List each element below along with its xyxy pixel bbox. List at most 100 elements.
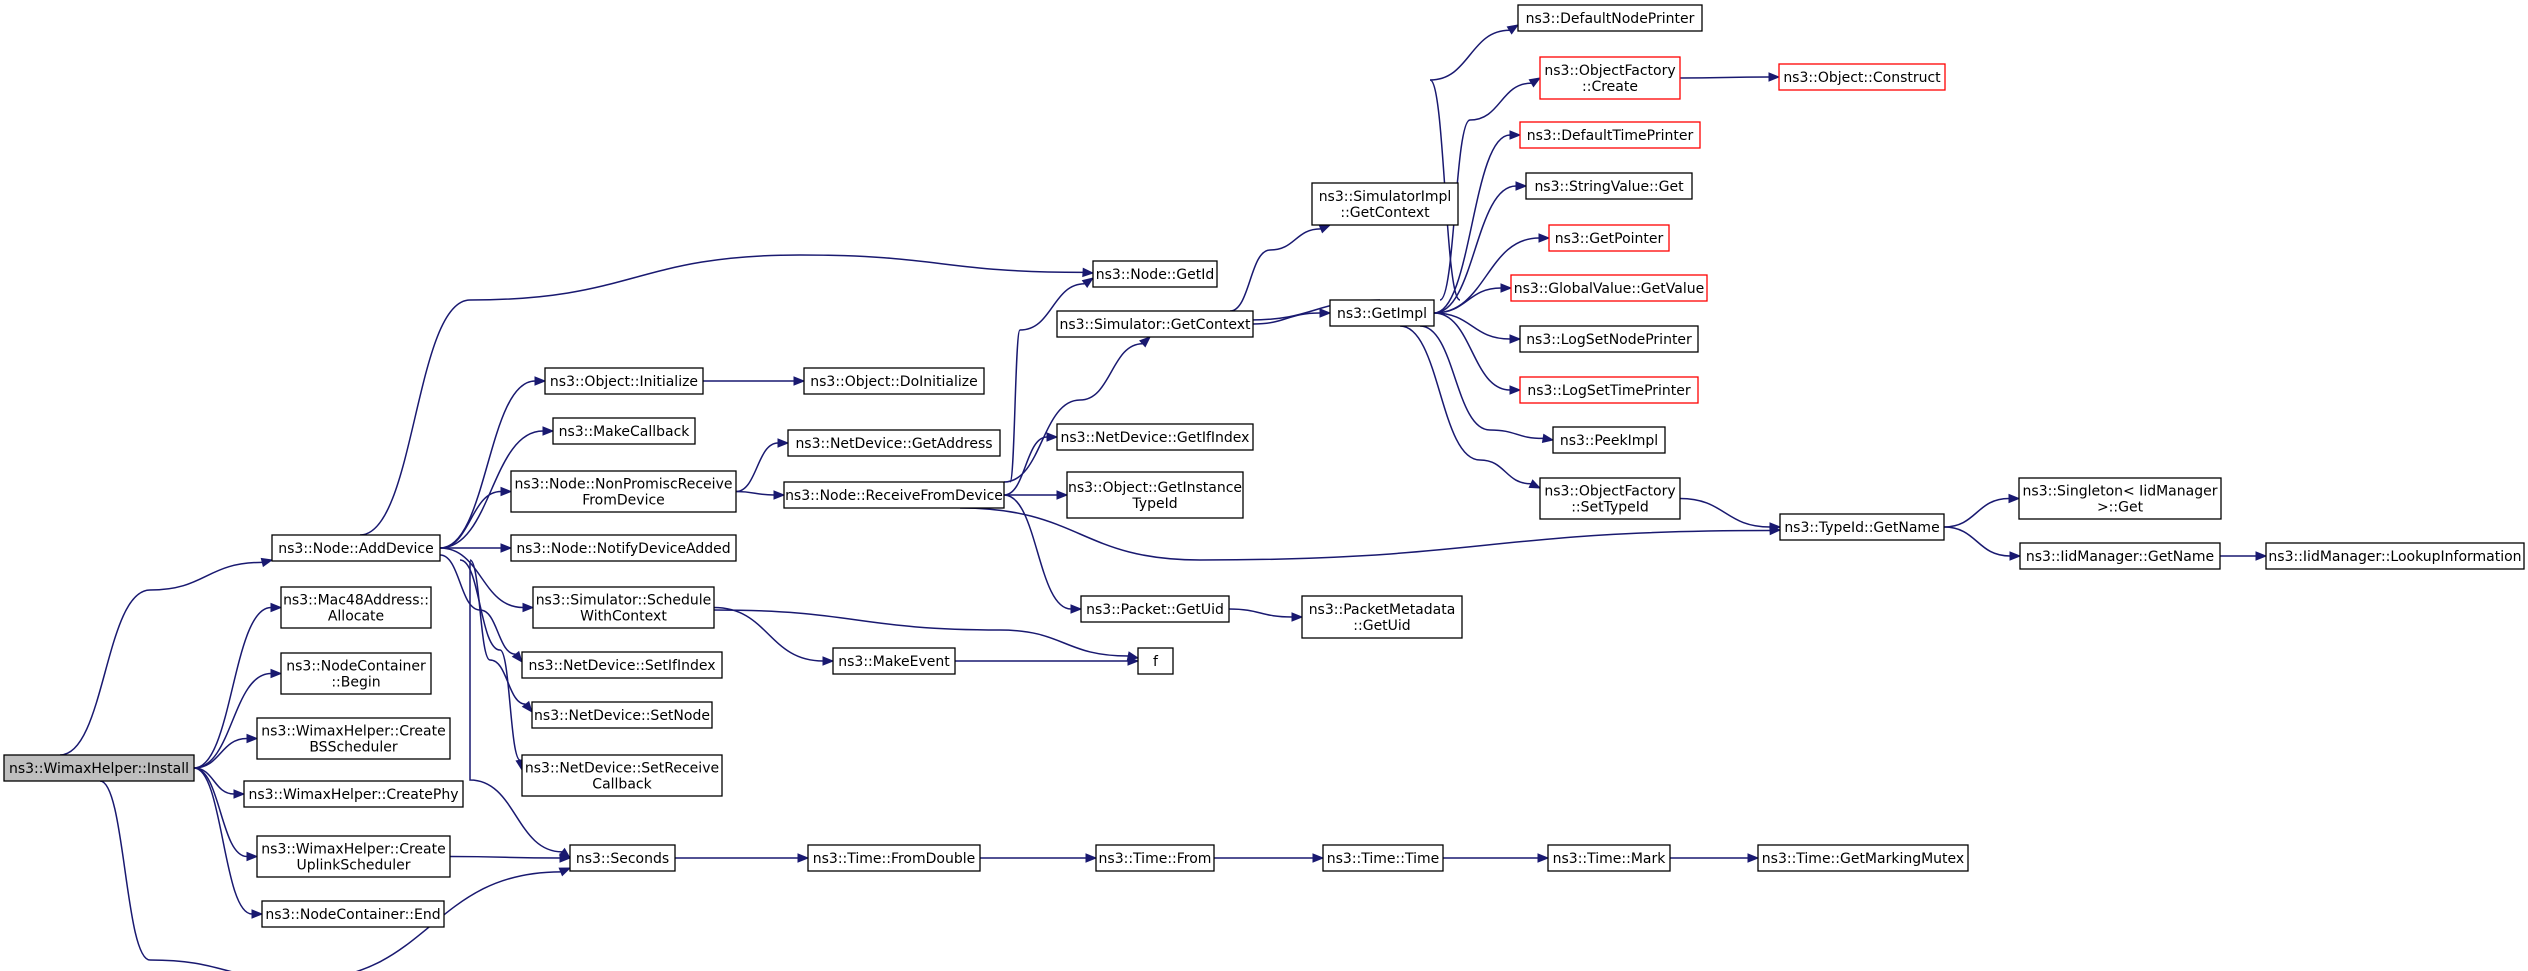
- node-ofsettypeid[interactable]: ns3::ObjectFactory::SetTypeId: [1539, 477, 1681, 520]
- node-getpointer[interactable]: ns3::GetPointer: [1548, 224, 1670, 252]
- node-box: [510, 470, 737, 513]
- node-getid[interactable]: ns3::Node::GetId: [1092, 260, 1218, 288]
- node-begin[interactable]: ns3::NodeContainer::Begin: [280, 652, 432, 695]
- node-seconds[interactable]: ns3::Seconds: [569, 844, 676, 872]
- node-simimplctx[interactable]: ns3::SimulatorImpl::GetContext: [1311, 182, 1459, 226]
- node-label: ns3::NodeContainer::End: [265, 907, 440, 923]
- node-setifindex[interactable]: ns3::NetDevice::SetIfIndex: [521, 651, 723, 679]
- node-getcontext[interactable]: ns3::Simulator::GetContext: [1056, 310, 1254, 338]
- node-box: [1519, 376, 1699, 404]
- node-from[interactable]: ns3::Time::From: [1095, 844, 1215, 872]
- edge-adddevice-schedulectx: [439, 547, 535, 613]
- edge-initialize-doinit: [703, 376, 806, 386]
- node-end[interactable]: ns3::NodeContainer::End: [261, 900, 445, 928]
- edge-iidgetname-lookup: [2220, 551, 2268, 561]
- node-makecallback[interactable]: ns3::MakeCallback: [552, 417, 696, 445]
- node-stringget[interactable]: ns3::StringValue::Get: [1525, 172, 1693, 200]
- edge-typeidgetname-singleton: [1943, 493, 2021, 528]
- node-iidgetname[interactable]: ns3::IidManager::GetName: [2019, 542, 2221, 570]
- node-peekimpl[interactable]: ns3::PeekImpl: [1552, 426, 1666, 454]
- node-allocate[interactable]: ns3::Mac48Address::Allocate: [280, 586, 432, 629]
- node-box: [510, 534, 737, 562]
- node-setnode[interactable]: ns3::NetDevice::SetNode: [531, 701, 713, 729]
- node-box: [1137, 647, 1174, 675]
- edge-getimpl-logtime: [1433, 312, 1522, 395]
- node-label: ns3::TypeId::GetName: [1784, 520, 1939, 536]
- node-lognode[interactable]: ns3::LogSetNodePrinter: [1519, 325, 1699, 353]
- node-box: [787, 429, 1001, 457]
- node-box: [280, 652, 432, 695]
- node-label: ns3::ObjectFactory: [1544, 63, 1675, 79]
- node-label: ns3::NetDevice::SetNode: [534, 708, 710, 724]
- node-box: [2019, 542, 2221, 570]
- node-doinit[interactable]: ns3::Object::DoInitialize: [803, 367, 985, 395]
- node-ofcreate[interactable]: ns3::ObjectFactory::Create: [1539, 56, 1681, 100]
- node-getaddress[interactable]: ns3::NetDevice::GetAddress: [787, 429, 1001, 457]
- node-pmgetuid[interactable]: ns3::PacketMetadata::GetUid: [1301, 595, 1463, 639]
- node-defnodeprinter[interactable]: ns3::DefaultNodePrinter: [1517, 4, 1703, 32]
- node-label: ns3::Time::From: [1099, 851, 1212, 867]
- node-getimpl[interactable]: ns3::GetImpl: [1329, 299, 1435, 327]
- node-box: [544, 367, 704, 395]
- node-label: ns3::WimaxHelper::CreatePhy: [248, 787, 458, 803]
- node-singleton[interactable]: ns3::Singleton< IidManager >::Get: [2018, 477, 2222, 520]
- node-logtime[interactable]: ns3::LogSetTimePrinter: [1519, 376, 1699, 404]
- node-time[interactable]: ns3::Time::Time: [1322, 844, 1444, 872]
- node-mark[interactable]: ns3::Time::Mark: [1547, 844, 1671, 872]
- node-box: [1778, 63, 1946, 91]
- node-box: [532, 586, 715, 629]
- node-initialize[interactable]: ns3::Object::Initialize: [544, 367, 704, 395]
- node-box: [1301, 595, 1463, 639]
- node-box: [1519, 121, 1701, 149]
- node-fromdouble[interactable]: ns3::Time::FromDouble: [807, 844, 981, 872]
- edge-schedulectx-makeevent: [713, 606, 835, 666]
- edge-adddevice-makecallback: [439, 426, 555, 549]
- node-label: UplinkScheduler: [297, 858, 411, 874]
- node-label: ns3::WimaxHelper::Create: [261, 724, 445, 740]
- node-label: ns3::Singleton< IidManager: [2023, 484, 2218, 500]
- node-box: [1547, 844, 1671, 872]
- node-label: ns3::NetDevice::GetIfIndex: [1061, 430, 1250, 446]
- node-construct[interactable]: ns3::Object::Construct: [1778, 63, 1946, 91]
- node-box: [243, 780, 464, 808]
- node-label: BSScheduler: [309, 740, 398, 756]
- node-label: ns3::DefaultTimePrinter: [1527, 128, 1694, 144]
- node-lookup[interactable]: ns3::IidManager::LookupInformation: [2265, 542, 2525, 570]
- edge-install-seconds: [99, 780, 572, 971]
- node-getmarkingmutex[interactable]: ns3::Time::GetMarkingMutex: [1757, 844, 1969, 872]
- edge-install-allocate: [193, 602, 283, 769]
- node-notify[interactable]: ns3::Node::NotifyDeviceAdded: [510, 534, 737, 562]
- node-box: [1548, 224, 1670, 252]
- node-adddevice[interactable]: ns3::Node::AddDevice: [271, 534, 441, 562]
- node-box: [256, 835, 451, 878]
- node-label: ns3::Time::FromDouble: [813, 851, 976, 867]
- node-f[interactable]: f: [1137, 647, 1174, 675]
- node-typeidgetname[interactable]: ns3::TypeId::GetName: [1779, 513, 1945, 541]
- node-label: ns3::Simulator::Schedule: [536, 593, 712, 609]
- node-box: [1095, 844, 1215, 872]
- node-box: [1519, 325, 1699, 353]
- node-label: ns3::Simulator::GetContext: [1059, 317, 1251, 333]
- node-receivefrom[interactable]: ns3::Node::ReceiveFromDevice: [783, 481, 1005, 509]
- node-label: ns3::SimulatorImpl: [1319, 189, 1452, 205]
- node-globalvalue[interactable]: ns3::GlobalValue::GetValue: [1510, 274, 1708, 302]
- node-getuid[interactable]: ns3::Packet::GetUid: [1080, 595, 1230, 623]
- edge-mark-getmarkingmutex: [1669, 853, 1760, 863]
- node-install[interactable]: ns3::WimaxHelper::Install: [3, 754, 195, 782]
- node-makeevent[interactable]: ns3::MakeEvent: [832, 647, 956, 675]
- node-label: WithContext: [580, 609, 667, 625]
- node-getifindex[interactable]: ns3::NetDevice::GetIfIndex: [1056, 423, 1254, 451]
- node-label: FromDevice: [582, 493, 665, 509]
- edge-receivefrom-getuid: [1003, 494, 1083, 614]
- node-createphy[interactable]: ns3::WimaxHelper::CreatePhy: [243, 780, 464, 808]
- node-box: [1092, 260, 1218, 288]
- node-deftimeprinter[interactable]: ns3::DefaultTimePrinter: [1519, 121, 1701, 149]
- node-box: [803, 367, 985, 395]
